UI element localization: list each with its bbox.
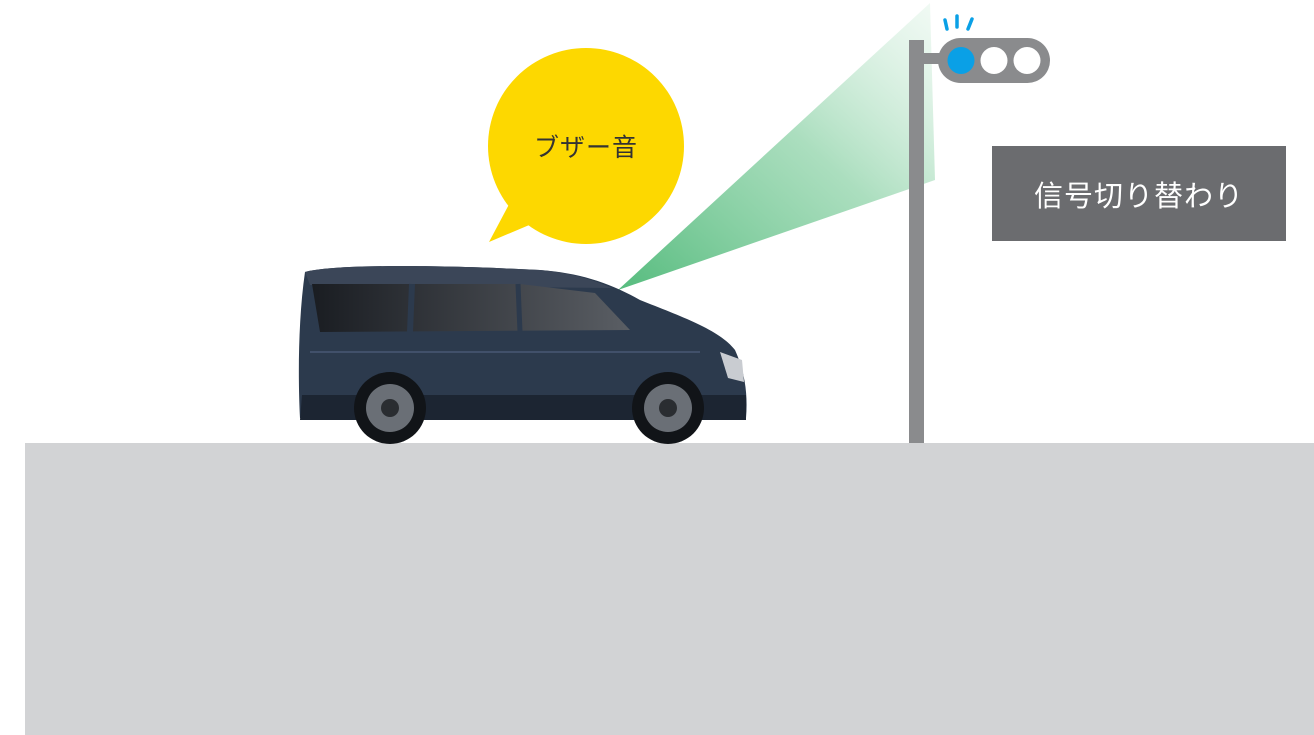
signal-arm xyxy=(916,53,946,64)
sensor-beam-icon xyxy=(618,3,935,290)
buzzer-bubble xyxy=(488,48,684,244)
lamp-glow-icon xyxy=(943,14,974,31)
traffic-light-blue-lamp xyxy=(947,47,975,74)
buzzer-label: ブザー音 xyxy=(533,133,638,162)
signal-pole xyxy=(909,40,924,443)
minivan-icon xyxy=(298,266,747,444)
road-surface xyxy=(25,443,1314,735)
traffic-light-red-lamp xyxy=(1013,47,1041,74)
signal-change-label: 信号切り替わり xyxy=(992,146,1286,241)
traffic-light-yellow-lamp xyxy=(980,47,1008,74)
